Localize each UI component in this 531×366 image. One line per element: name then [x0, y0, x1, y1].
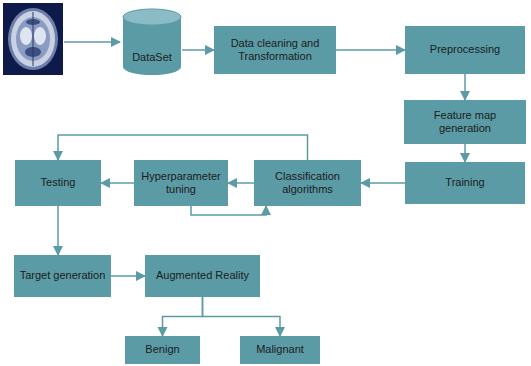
process-box: Data cleaning and Transformation	[214, 26, 336, 74]
process-box: Hyperparameter tuning	[134, 160, 228, 206]
process-box: Malignant	[240, 336, 320, 364]
cylinder-shape	[122, 8, 182, 76]
flow-arrow	[111, 275, 145, 277]
node-label: Testing	[41, 176, 76, 189]
node-label: Benign	[145, 343, 179, 356]
node-label: DataSet	[132, 51, 172, 64]
flow-arrow	[336, 49, 405, 51]
flow-arrow	[182, 49, 214, 51]
node-label: Classification algorithms	[259, 170, 356, 196]
image-arrow	[64, 41, 120, 43]
process-box: Testing	[15, 160, 101, 206]
process-box: Preprocessing	[405, 26, 525, 74]
process-box: Training	[405, 162, 525, 204]
node-label: Preprocessing	[430, 43, 500, 56]
node-label: Feature map generation	[409, 109, 521, 135]
flow-arrow	[163, 297, 203, 336]
process-box: Feature map generation	[404, 100, 526, 144]
flow-arrow	[57, 206, 59, 255]
flow-arrow	[101, 182, 134, 184]
node-label: Data cleaning and Transformation	[219, 37, 331, 63]
node-label: Training	[445, 176, 484, 189]
brain-mri-image	[3, 3, 63, 75]
flow-arrow	[361, 182, 405, 184]
node-label: Target generation	[20, 269, 106, 282]
node-label: Hyperparameter tuning	[139, 170, 223, 196]
flow-arrow	[464, 74, 466, 100]
process-box: Augmented Reality	[145, 255, 260, 297]
node-label: Malignant	[256, 343, 304, 356]
process-box: Benign	[125, 336, 200, 364]
flow-arrow	[228, 182, 254, 184]
flow-arrow	[58, 135, 308, 160]
dataset-cylinder: DataSet	[122, 8, 182, 76]
process-box: Classification algorithms	[254, 160, 361, 206]
node-label: Augmented Reality	[156, 269, 249, 282]
process-box: Target generation	[14, 255, 111, 297]
flow-arrow	[203, 297, 281, 336]
flow-arrow	[464, 144, 466, 162]
flow-arrow	[191, 206, 266, 215]
